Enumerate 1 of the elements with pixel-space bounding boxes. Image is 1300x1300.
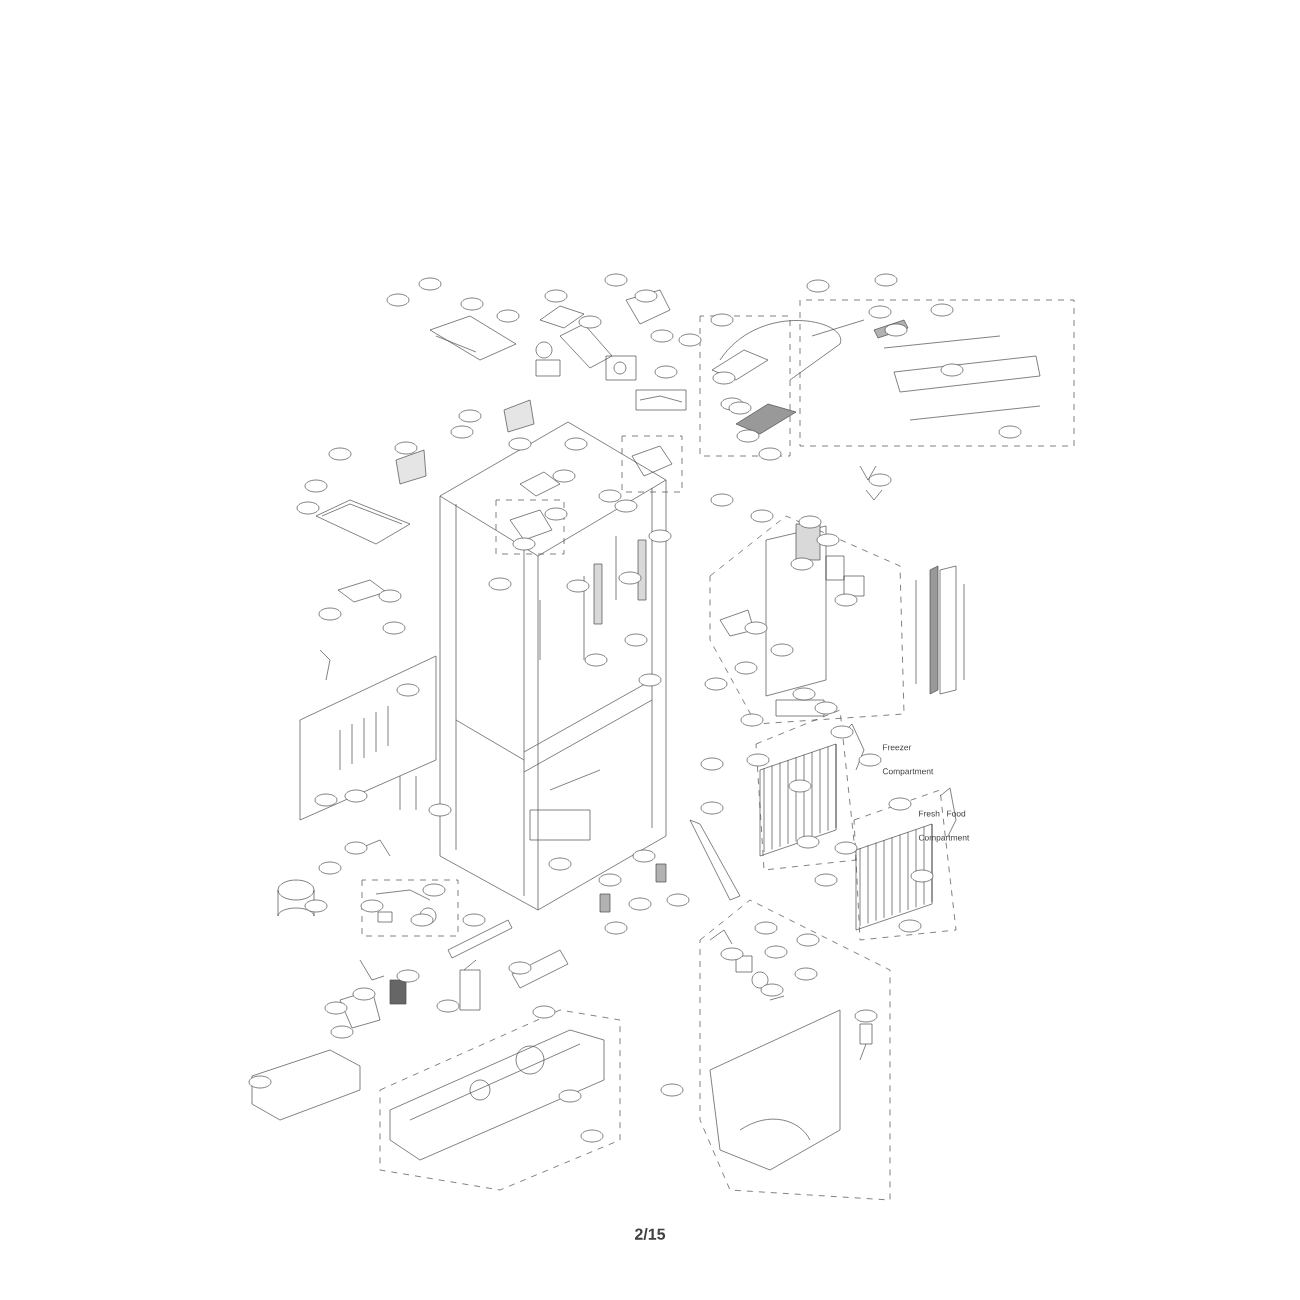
- page-number: 2/15: [635, 1228, 666, 1240]
